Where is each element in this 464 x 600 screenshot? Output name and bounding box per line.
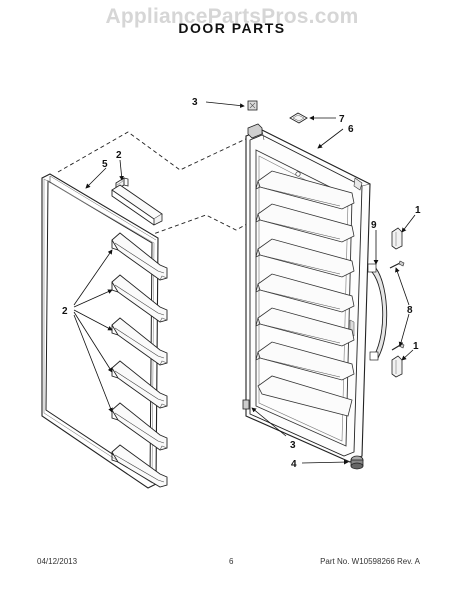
callout-3-top: 3: [192, 97, 198, 108]
callout-6: 6: [348, 124, 354, 135]
handle-screws: [389, 260, 405, 351]
watermark: AppliancePartsPros.com: [105, 5, 359, 28]
callout-8: 8: [407, 305, 413, 316]
hinge-pin-top: [247, 100, 258, 111]
handle-endcap-top: [391, 227, 403, 250]
callout-4: 4: [291, 459, 297, 470]
door-bins: [111, 177, 168, 488]
callout-1-bottom: 1: [413, 341, 419, 352]
callout-1-top: 1: [415, 205, 421, 216]
freezer-door: [245, 129, 371, 463]
callout-5: 5: [102, 159, 108, 170]
handle-endcap-bottom: [391, 355, 403, 378]
footer-part-number: Part No. W10598266 Rev. A: [320, 557, 420, 566]
footer-page-number: 6: [229, 557, 234, 566]
bottom-hinge-part: [350, 455, 364, 470]
door-bin-top-body: [111, 184, 163, 226]
callout-3-bottom: 3: [290, 440, 296, 451]
door-bin-6: [111, 444, 168, 488]
callout-2-top: 2: [116, 150, 122, 161]
door-gasket: [41, 173, 159, 489]
callout-2-bins: 2: [62, 306, 68, 317]
hinge-pin-bottom: [242, 399, 250, 410]
door-handle: [367, 263, 388, 361]
door-stop-pad: [289, 112, 308, 124]
leader-lines: [73, 101, 416, 465]
footer-date: 04/12/2013: [37, 557, 78, 566]
hinge-bracket-top: [247, 123, 263, 139]
callout-7: 7: [339, 114, 345, 125]
callout-9: 9: [371, 220, 377, 231]
page-title: DOOR PARTS: [178, 20, 286, 36]
